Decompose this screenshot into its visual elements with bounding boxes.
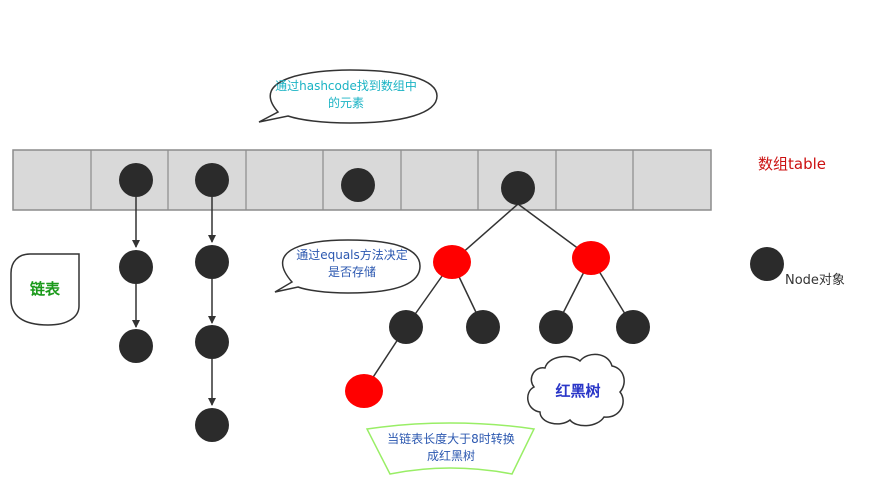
black-nodes xyxy=(119,163,784,442)
legend-node xyxy=(750,247,784,281)
list1-node-2 xyxy=(119,250,153,284)
equals-callout-line2: 是否存储 xyxy=(327,265,376,279)
hashcode-callout-text: 通过hashcode找到数组中 的元素 xyxy=(266,78,426,112)
treeify-banner xyxy=(365,422,536,475)
node-object-label: Node对象 xyxy=(785,273,845,288)
hashcode-callout-line1: 通过hashcode找到数组中 xyxy=(275,79,417,93)
red-black-tree-cloud xyxy=(527,353,625,427)
tree-red-node-leaf xyxy=(345,374,383,408)
equals-callout-text: 通过equals方法决定 是否存储 xyxy=(282,247,422,281)
tree-root-node xyxy=(501,171,535,205)
tree-red-node-right xyxy=(572,241,610,275)
tree-node-rl xyxy=(539,310,573,344)
list2-node-3 xyxy=(195,325,229,359)
tree-node-ll xyxy=(389,310,423,344)
treeify-callout-text: 当链表长度大于8时转换 成红黑树 xyxy=(366,431,536,465)
tree-node-rr xyxy=(616,310,650,344)
array-node-2 xyxy=(195,163,229,197)
array-node-1 xyxy=(119,163,153,197)
red-black-tree-label: 红黑树 xyxy=(555,382,601,400)
hashcode-callout-bubble xyxy=(258,69,438,124)
treeify-callout-line2: 成红黑树 xyxy=(426,449,475,463)
tree-red-node-left xyxy=(433,245,471,279)
array-table-label: 数组table xyxy=(758,155,826,173)
equals-callout-line1: 通过equals方法决定 xyxy=(296,248,408,262)
tree-node-lr xyxy=(466,310,500,344)
array-node-3 xyxy=(341,168,375,202)
linked-list-label: 链表 xyxy=(29,280,60,298)
treeify-callout-line1: 当链表长度大于8时转换 xyxy=(387,432,515,446)
red-nodes xyxy=(345,241,610,408)
equals-callout-bubble xyxy=(274,239,421,294)
hashcode-callout-line2: 的元素 xyxy=(327,96,364,110)
list2-node-4 xyxy=(195,408,229,442)
list2-node-2 xyxy=(195,245,229,279)
list1-node-3 xyxy=(119,329,153,363)
linked-list-tag xyxy=(10,253,80,326)
